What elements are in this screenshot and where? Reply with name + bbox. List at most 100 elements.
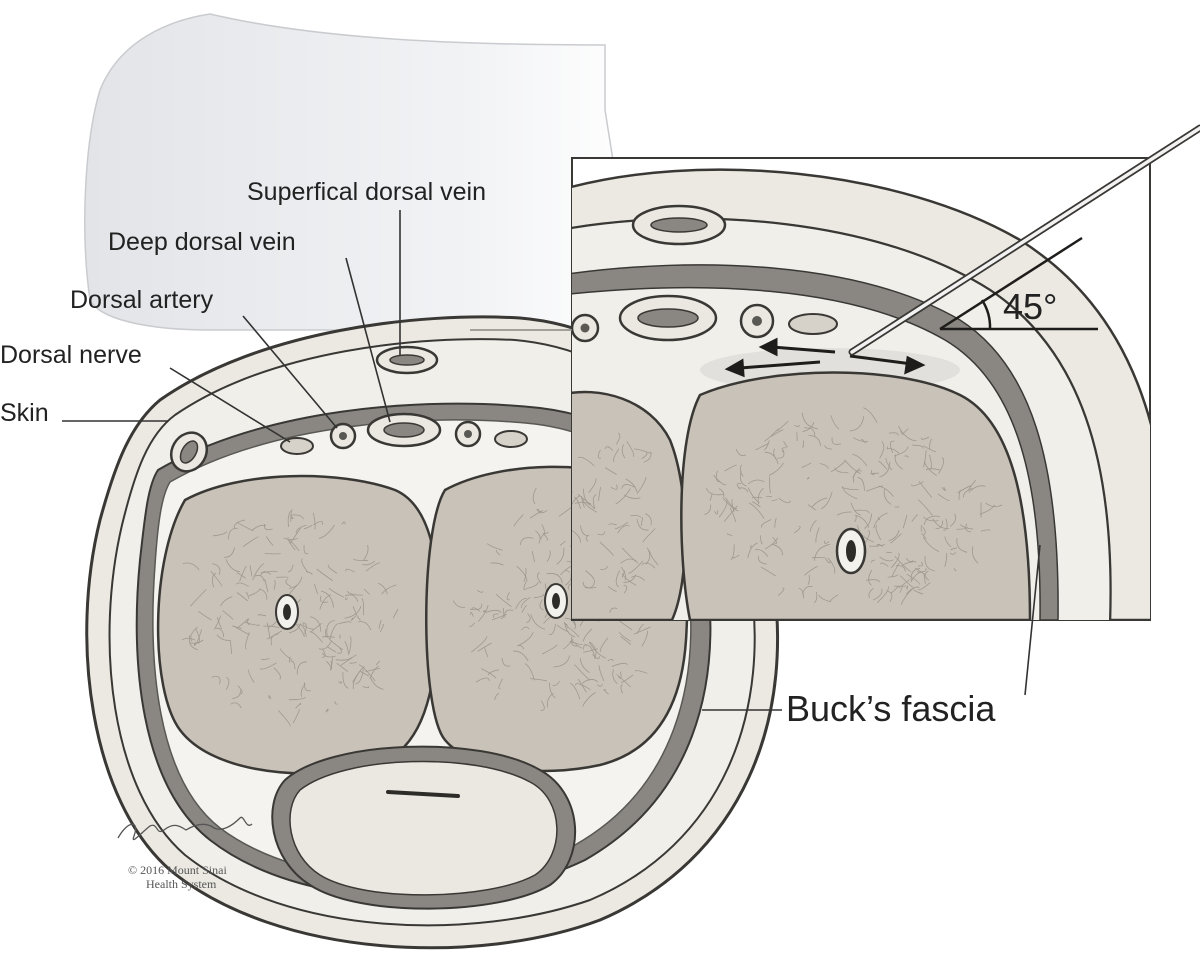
texture-strand (898, 579, 910, 589)
texture-strand (316, 568, 334, 582)
inset-dorsal-artery-left (572, 313, 600, 343)
texture-strand (620, 566, 626, 581)
inset-right-corpus (680, 371, 1032, 620)
texture-strand (583, 644, 588, 650)
texture-strand (807, 504, 817, 511)
texture-strand (880, 562, 889, 567)
texture-strand (375, 660, 381, 666)
texture-strand (542, 644, 558, 655)
texture-strand (490, 562, 504, 566)
texture-strand (344, 605, 362, 619)
texture-strand (571, 636, 578, 647)
texture-strand (582, 581, 597, 589)
texture-strand (539, 599, 544, 611)
texture-strand (950, 513, 956, 527)
texture-strand (718, 488, 725, 498)
skin-label: Skin (0, 399, 49, 427)
texture-strand (211, 572, 217, 588)
texture-strand (244, 621, 261, 626)
texture-strand (500, 608, 505, 620)
texture-strand (344, 594, 359, 602)
texture-strand (886, 447, 900, 454)
texture-strand (925, 468, 941, 471)
texture-strand (889, 440, 895, 453)
texture-strand (494, 692, 500, 700)
texture-strand (341, 521, 346, 525)
texture-strand (897, 425, 902, 435)
texture-strand (393, 608, 399, 619)
texture-strand (359, 670, 370, 677)
texture-strand (370, 678, 384, 690)
texture-strand (574, 664, 591, 681)
texture-strand (381, 584, 397, 595)
texture-strand (866, 579, 881, 583)
texture-strand (956, 526, 968, 530)
texture-strand (620, 636, 632, 645)
texture-strand (238, 618, 249, 628)
texture-strand (540, 532, 549, 540)
texture-strand (777, 420, 789, 432)
right-cavernosal-artery (544, 583, 568, 619)
texture-strand (911, 514, 918, 523)
texture-strand (521, 626, 530, 631)
texture-strand (363, 544, 369, 561)
texture-strand (929, 438, 932, 450)
texture-strand (811, 497, 828, 508)
texture-strand (911, 481, 924, 487)
dorsal-nerve-shape (280, 437, 314, 455)
texture-strand (328, 637, 344, 651)
texture-strand (944, 536, 952, 548)
texture-strand (809, 520, 817, 532)
texture-strand (378, 619, 382, 629)
texture-strand (902, 514, 908, 529)
texture-strand (361, 597, 364, 616)
texture-strand (236, 582, 249, 587)
texture-strand (476, 589, 483, 593)
texture-strand (923, 515, 941, 525)
texture-strand (890, 552, 900, 569)
texture-strand (248, 669, 255, 683)
texture-strand (312, 521, 323, 526)
texture-strand (921, 532, 927, 540)
texture-strand (636, 477, 647, 494)
texture-strand (264, 578, 269, 593)
dorsal-nerve-label: Dorsal nerve (0, 341, 142, 369)
dorsal-nerve-leader (169, 367, 291, 443)
texture-strand (566, 626, 580, 638)
texture-strand (715, 470, 721, 483)
texture-strand (641, 452, 648, 460)
superficial-dorsal-vein-shape (375, 345, 439, 375)
texture-strand (920, 524, 923, 532)
texture-strand (804, 427, 816, 437)
texture-strand (896, 565, 906, 572)
texture-strand (824, 445, 833, 450)
texture-strand (288, 537, 299, 541)
texture-strand (634, 670, 648, 674)
texture-strand (890, 533, 902, 544)
texture-strand (868, 569, 873, 586)
texture-strand (713, 474, 727, 486)
texture-strand (963, 487, 973, 498)
texture-strand (735, 449, 747, 456)
texture-strand (580, 525, 590, 536)
texture-strand (524, 663, 535, 681)
texture-strand (521, 596, 531, 609)
texture-strand (812, 557, 827, 559)
texture-strand (854, 509, 870, 514)
texture-strand (755, 443, 769, 451)
texture-strand (910, 567, 921, 581)
texture-strand (215, 627, 225, 638)
texture-strand (965, 523, 972, 533)
texture-strand (814, 543, 830, 561)
texture-strand (904, 455, 909, 458)
texture-strand (912, 444, 924, 449)
texture-strand (546, 550, 551, 562)
texture-strand (513, 514, 524, 527)
texture-strand (758, 556, 767, 565)
texture-strand (365, 667, 380, 672)
texture-strand (718, 500, 728, 518)
texture-strand (943, 518, 948, 532)
texture-strand (621, 573, 637, 586)
texture-strand (773, 448, 777, 461)
texture-strand (958, 490, 961, 500)
